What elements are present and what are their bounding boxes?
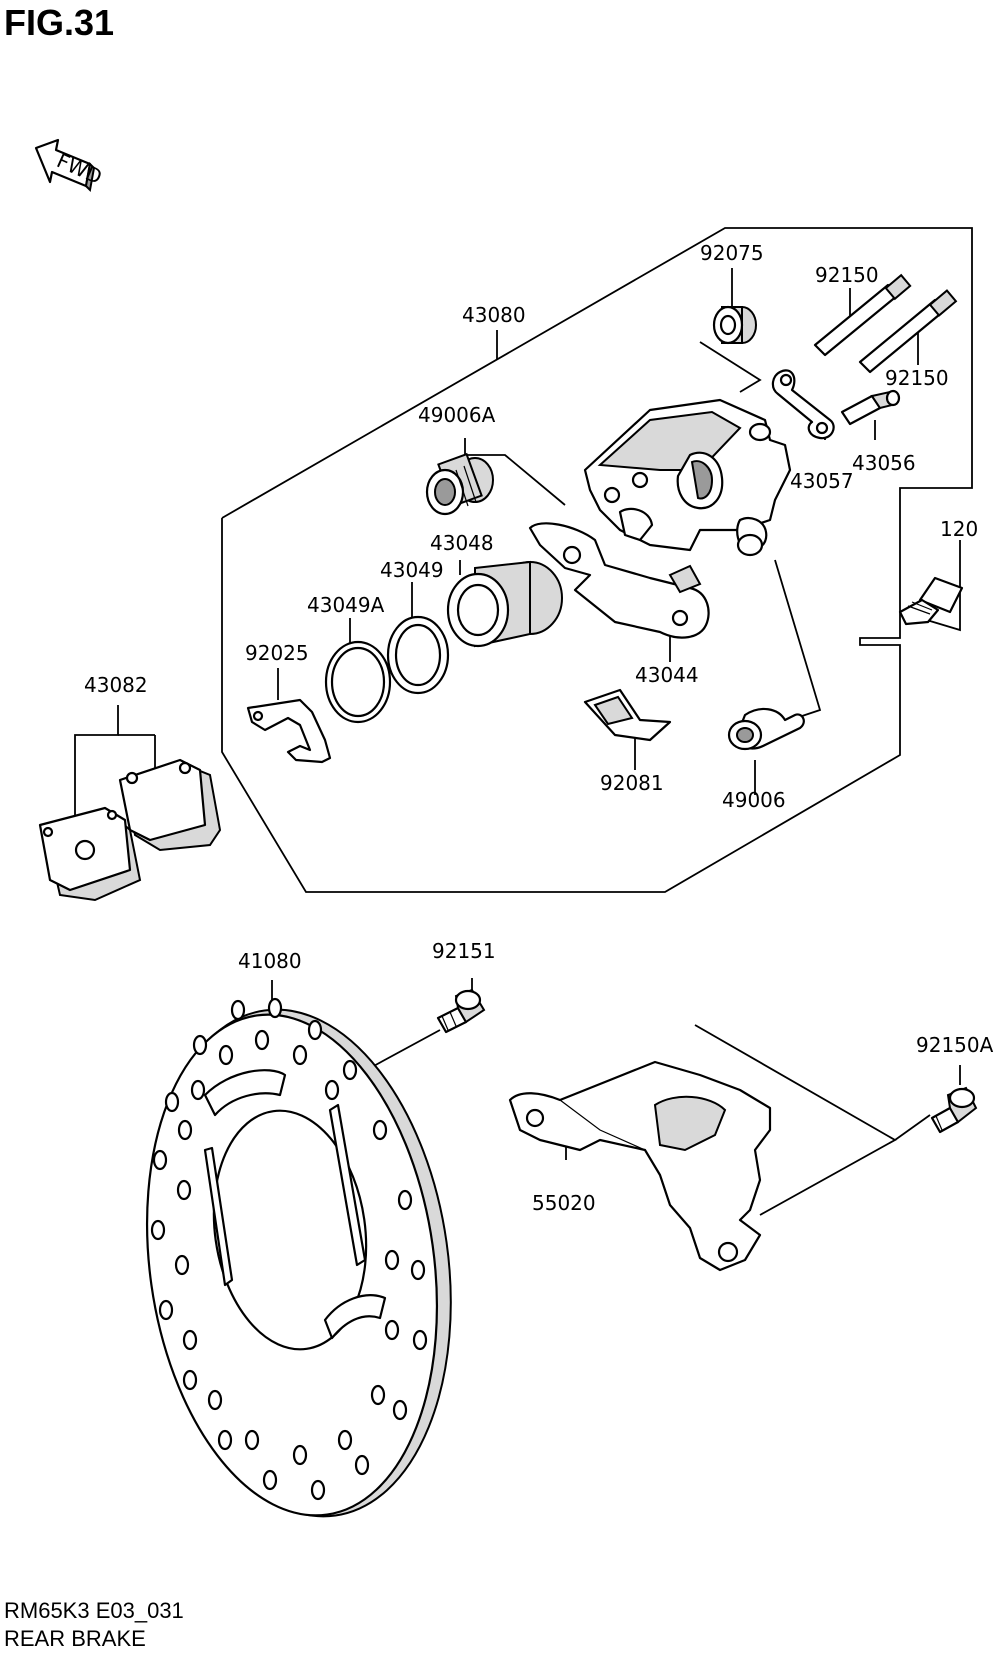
part-49006-guide-bolt: [727, 707, 805, 751]
part-43056-bleeder: [840, 389, 901, 426]
part-92151-bolt: [436, 988, 486, 1034]
fwd-arrow-icon: FWD: [34, 138, 106, 193]
label-41080: 41080: [238, 949, 302, 973]
label-49006: 49006: [722, 788, 786, 812]
caliper-assembly-outline: [221, 227, 973, 893]
label-92081: 92081: [600, 771, 664, 795]
part-92081-shim: [583, 688, 672, 742]
label-92075: 92075: [700, 241, 764, 265]
part-55020-bracket: [508, 1060, 772, 1272]
part-43080-caliper-body: [583, 398, 792, 557]
part-43044-bracket: [528, 522, 710, 639]
part-49006A-boot: [425, 452, 494, 516]
part-43049A-seal: [324, 640, 392, 724]
label-92151: 92151: [432, 939, 496, 963]
part-92025-spring: [246, 698, 332, 764]
part-92150A-bolt: [930, 1086, 978, 1134]
label-43057: 43057: [790, 469, 854, 493]
label-43049: 43049: [380, 558, 444, 582]
label-92150-top: 92150: [815, 263, 879, 287]
part-43049-seal: [386, 615, 450, 695]
label-43082: 43082: [84, 673, 148, 697]
label-43049A: 43049A: [307, 593, 385, 617]
label-55020: 55020: [532, 1191, 596, 1215]
part-41080-brake-disc: [145, 997, 452, 1518]
disc-holes: [150, 997, 428, 1501]
label-43048: 43048: [430, 531, 494, 555]
label-49006A: 49006A: [418, 403, 496, 427]
label-43044: 43044: [635, 663, 699, 687]
part-43048-piston: [446, 560, 563, 648]
figure-title: FIG.31: [4, 2, 115, 43]
label-120: 120: [940, 517, 978, 541]
part-92075-bushing: [712, 305, 757, 345]
part-labels: 43080 92075 92150 92150 49006A 43057 430…: [84, 241, 994, 1215]
label-43056: 43056: [852, 451, 916, 475]
label-43080: 43080: [462, 303, 526, 327]
part-43082-brake-pads: [38, 758, 222, 902]
label-92025: 92025: [245, 641, 309, 665]
label-92150A: 92150A: [916, 1033, 994, 1057]
diagram-code: RM65K3 E03_031: [4, 1598, 184, 1623]
diagram-name: REAR BRAKE: [4, 1626, 146, 1651]
part-120-bolt: [898, 576, 964, 626]
label-92150-bottom: 92150: [885, 366, 949, 390]
part-43057-link: [771, 369, 835, 440]
part-92150-pins: [813, 273, 958, 374]
